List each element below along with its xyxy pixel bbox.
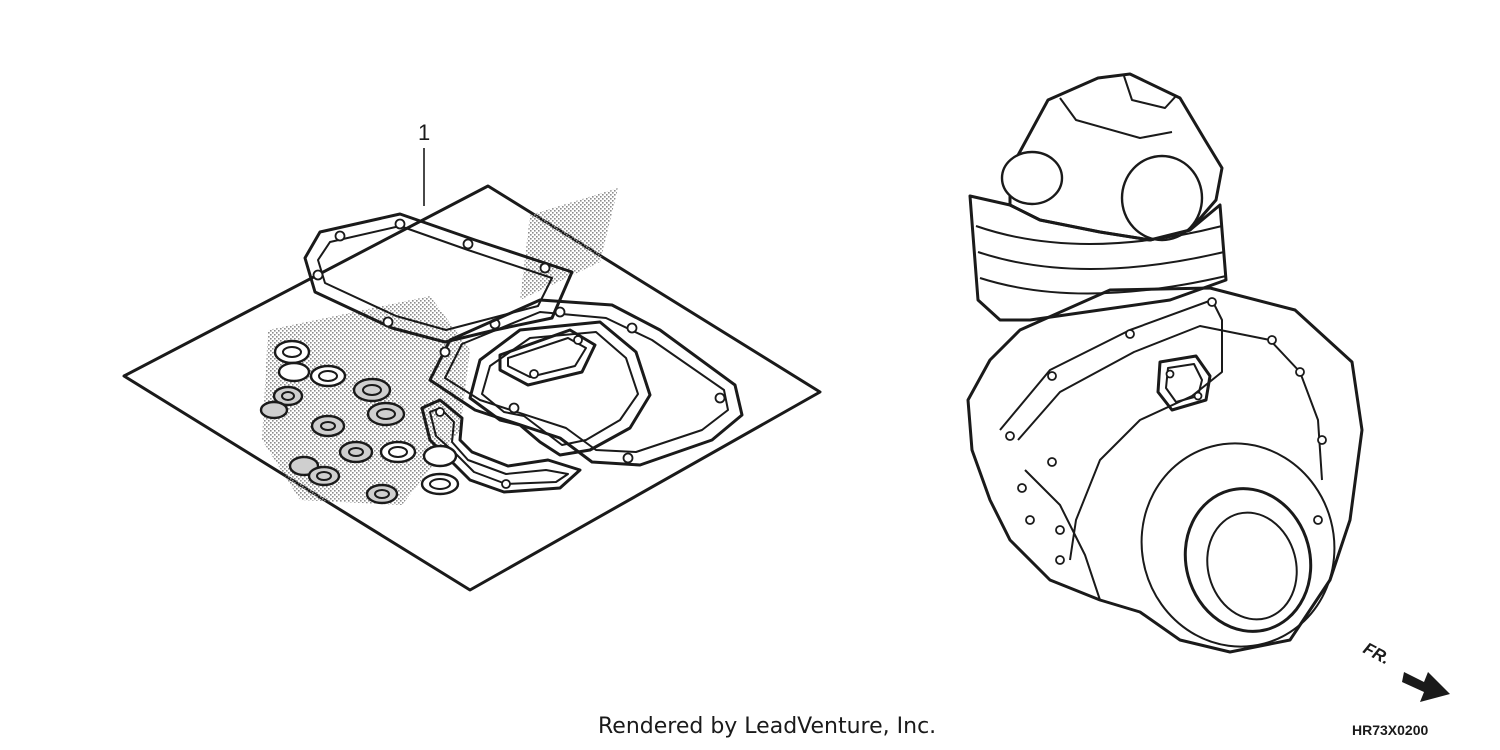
o-ring — [273, 339, 311, 365]
gasket-kit-bag-outline — [122, 184, 822, 592]
bolt-hole — [1165, 369, 1175, 379]
bolt-hole — [1313, 515, 1323, 525]
side-cover-ring-outer — [1140, 442, 1336, 648]
bolt-hole — [1005, 431, 1015, 441]
bolt-hole — [334, 230, 346, 242]
bolt-hole — [1317, 435, 1327, 445]
bolt-hole — [508, 402, 520, 414]
crankcase-gasket[interactable] — [428, 298, 744, 467]
kit-shading-upper — [520, 188, 618, 300]
bolt-hole — [1055, 525, 1065, 535]
bolt-hole — [1193, 391, 1203, 401]
oil-seal — [338, 440, 374, 464]
bolt-hole — [714, 392, 726, 404]
front-direction-indicator: FR. — [1360, 639, 1450, 702]
bolt-hole — [435, 407, 445, 417]
seal-rings-group[interactable] — [259, 339, 460, 505]
o-ring — [379, 440, 417, 464]
oil-seal — [259, 400, 289, 420]
side-cover-ring-inner — [1206, 511, 1298, 621]
bolt-hole — [382, 316, 394, 328]
oil-seal — [365, 483, 399, 505]
bolt-hole — [1267, 335, 1277, 345]
front-label: FR. — [1360, 639, 1393, 669]
callout-number[interactable]: 1 — [418, 120, 430, 145]
crankcase-gasket-line — [999, 299, 1223, 561]
bolt-hole — [501, 479, 511, 489]
cylinder-block — [968, 194, 1228, 322]
oil-seal — [310, 414, 346, 438]
render-credit: Rendered by LeadVenture, Inc. — [598, 714, 936, 739]
bolt-hole — [1055, 555, 1065, 565]
bolt-hole — [1295, 367, 1305, 377]
o-ring — [420, 472, 460, 496]
bolt-hole — [1207, 297, 1217, 307]
oil-seal — [352, 377, 392, 403]
bolt-hole — [462, 238, 474, 250]
oil-seal — [307, 465, 341, 487]
bolt-hole — [1047, 457, 1057, 467]
o-ring — [277, 361, 311, 383]
o-ring — [309, 364, 347, 388]
bolt-hole — [394, 218, 406, 230]
cylinder-fin — [975, 225, 1223, 245]
small-plate-gasket[interactable] — [498, 328, 597, 387]
bolt-hole — [539, 262, 551, 274]
oil-seal — [366, 401, 406, 427]
engine-assembly — [966, 72, 1364, 654]
crankcase-body — [966, 286, 1364, 654]
bolt-hole — [312, 269, 324, 281]
valve-cover-cap-left — [1000, 150, 1064, 206]
bolt-hole — [1125, 329, 1135, 339]
bolt-hole — [1025, 515, 1035, 525]
side-cover-ring-mid — [1183, 487, 1313, 633]
bolt-hole — [626, 322, 638, 334]
valve-cover-cap-right — [1120, 154, 1204, 242]
small-cover-plate — [1156, 354, 1212, 412]
bolt-hole — [573, 335, 583, 345]
bolt-hole — [529, 369, 539, 379]
cylinder-fin — [977, 251, 1225, 270]
bolt-hole — [1017, 483, 1027, 493]
bolt-hole — [622, 452, 634, 464]
arrow-right-down-icon — [1402, 672, 1450, 702]
oil-seal — [272, 385, 304, 407]
bolt-hole — [439, 346, 451, 358]
o-ring — [422, 444, 458, 468]
diagram-code: HR73X0200 — [1352, 722, 1428, 738]
cylinder-fin — [979, 275, 1227, 295]
crankcase-gasket-line-outer — [1017, 325, 1323, 481]
gasket-kit[interactable] — [122, 184, 822, 592]
bolt-hole — [1047, 371, 1057, 381]
bolt-hole — [554, 306, 566, 318]
side-cover-gasket[interactable] — [468, 320, 652, 457]
